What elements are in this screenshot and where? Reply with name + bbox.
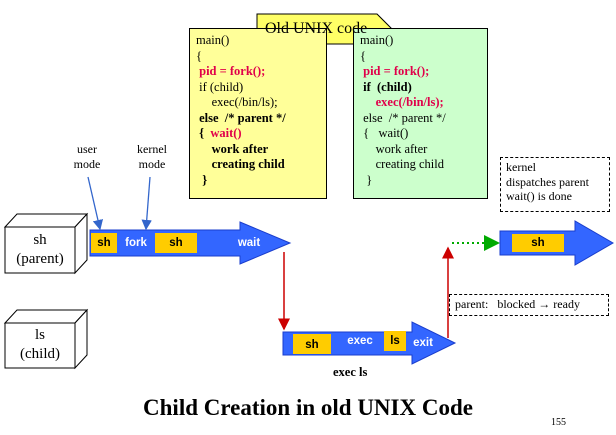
code-line: main() [360,33,394,47]
code-line: { [196,48,202,63]
code-line: { wait() [360,126,409,140]
code-line: creating child [196,157,285,171]
code-line: creating child [360,157,444,171]
ls-child-box [3,308,89,370]
code-line: pid = fork(); [196,64,266,78]
code-line: { [360,48,366,63]
code-line: work after [360,141,428,156]
child-seg-sh: sh [293,334,331,354]
child-seg-exec: exec [347,335,373,347]
parent-seg-wait: wait [237,237,261,249]
parent-state-note: parent: blocked → ready [449,294,609,316]
code-line-highlight: wait() [204,126,242,140]
resume-seg-sh: sh [512,234,564,252]
sh-parent-box [3,212,89,275]
parent-seg-sh-return: sh [155,233,197,253]
code-line: if (child) [360,79,412,94]
parent-seg-fork: fork [125,237,147,249]
slide-title: Child Creation in old UNIX Code [143,395,473,420]
page-number: 155 [551,417,566,428]
code-line: pid = fork(); [360,64,430,78]
sh-parent-label: sh (parent) [16,232,64,267]
kernel-mode-pointer [141,176,152,231]
old-unix-parent-code: main(){ pid = fork(); if (child) exec(/b… [189,28,327,199]
kernel-mode-label: kernel mode [137,142,167,171]
child-seg-ls: ls [384,331,406,351]
exec-ls-caption: exec ls [333,365,368,379]
code-line: exec(/bin/ls); [196,95,278,109]
code-line: main() [196,33,230,47]
old-unix-code-tag: Old UNIX code [265,20,368,37]
kernel-dispatch-note: kernel dispatches parent wait() is done [500,157,610,212]
code-line: else /* parent */ [360,110,446,125]
child-seg-exit: exit [413,337,433,349]
ls-child-label: ls (child) [20,327,60,362]
old-unix-child-code: main(){ pid = fork(); if (child) exec(/b… [353,28,488,199]
code-line: exec(/bin/ls); [360,95,444,109]
code-line: } [196,172,208,187]
code-line: if (child) [196,79,244,94]
code-line: { wait() [196,126,242,140]
code-line: else /* parent */ [196,110,286,125]
code-line: } [360,172,373,187]
user-mode-pointer [87,176,104,231]
user-mode-label: user mode [73,142,101,171]
parent-seg-sh-user: sh [91,233,117,253]
code-line: work after [196,141,269,156]
